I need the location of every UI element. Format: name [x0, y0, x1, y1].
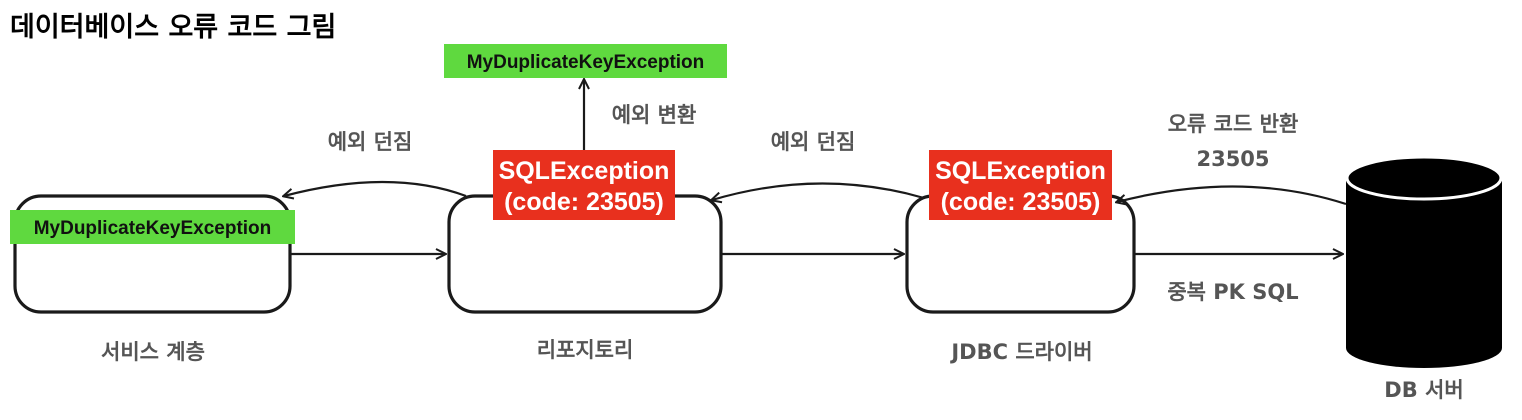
db-server-label: DB 서버	[1384, 378, 1463, 402]
service-layer-label: 서비스 계층	[101, 340, 205, 364]
jdbc-driver-label: JDBC 드라이버	[949, 340, 1092, 364]
edge-label-convert: 예외 변환	[612, 103, 697, 127]
arrow-repository-to-service	[284, 180, 467, 196]
repository-sql-exception-badge	[493, 150, 675, 220]
arrow-db-to-jdbc	[1117, 185, 1347, 204]
jdbc-sql-exception-badge	[929, 150, 1112, 220]
edge-label-db-return-line2: 23505	[1196, 147, 1269, 171]
repository-sql-exception-line1: SQLException	[499, 157, 670, 185]
jdbc-sql-exception-line1: SQLException	[935, 157, 1106, 185]
arrow-jdbc-to-repository	[712, 182, 925, 200]
db-server-cylinder	[1345, 155, 1503, 368]
service-exception-text: MyDuplicateKeyException	[34, 218, 272, 239]
edge-label-repo-to-service: 예외 던짐	[328, 130, 413, 154]
edge-label-db-return-line1: 오류 코드 반환	[1168, 112, 1299, 136]
edge-label-jdbc-to-repo: 예외 던짐	[771, 130, 856, 154]
repository-sql-exception-line2: (code: 23505)	[504, 188, 664, 216]
jdbc-sql-exception-line2: (code: 23505)	[941, 188, 1101, 216]
service-exception-badge	[10, 210, 295, 244]
repository-label: 리포지토리	[537, 338, 634, 362]
converted-exception-text: MyDuplicateKeyException	[467, 52, 705, 73]
converted-exception-badge	[444, 44, 727, 78]
edge-label-jdbc-to-db: 중복 PK SQL	[1167, 280, 1298, 304]
diagram-title: 데이터베이스 오류 코드 그림	[10, 12, 336, 43]
